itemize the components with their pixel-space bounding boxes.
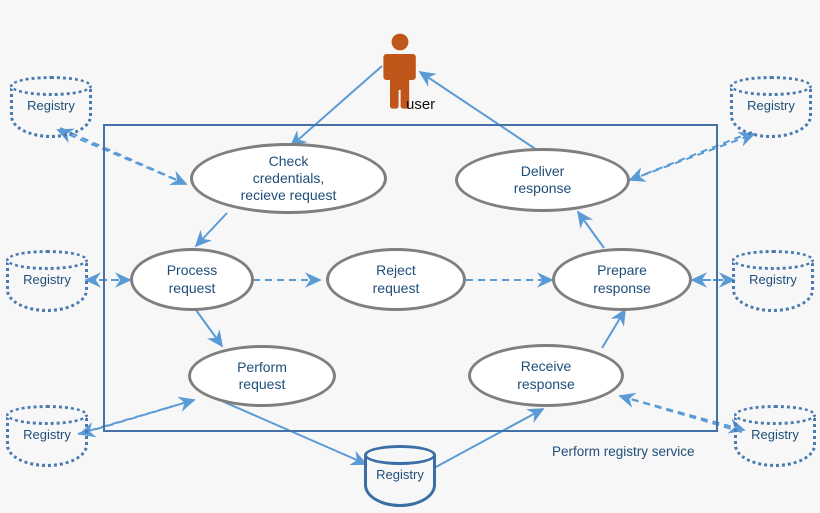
use-case-line: request [168,279,216,296]
cylinder-top [6,405,88,425]
registry-label: Registry [747,98,795,113]
use-case-deliver-response[interactable]: Deliver response [455,148,630,212]
link-process-to-perform [195,309,224,348]
registry-label: Registry [749,272,797,287]
cylinder-body [364,454,436,507]
cylinder-top [734,405,816,425]
use-case-line: request [238,376,286,392]
link-prepare-to-deliver [576,210,605,249]
use-case-line: recieve request [240,187,337,204]
link-registry-center-to-receive [433,408,545,469]
registry-label: Registry [23,427,71,442]
actor-user[interactable] [382,33,418,109]
use-case-line: response [517,375,575,392]
use-case-prepare-response[interactable]: Prepare response [552,248,692,311]
cylinder-top [10,76,92,96]
use-case-receive-response[interactable]: Receive response [468,344,624,407]
cylinder-body [734,414,816,467]
use-case-line: response [513,180,572,196]
registry-center[interactable]: Registry [364,445,436,507]
use-case-line: Process [166,262,218,279]
use-case-line: request [372,279,420,296]
cylinder-top [6,250,88,270]
link-deliver-to-registry-top-right [629,131,756,181]
registry-label: Registry [751,427,799,442]
link-registry-bottom-right-to-receive [618,392,743,433]
use-case-line: Perform [237,358,287,375]
cylinder-body [730,85,812,138]
link-receive-to-prepare [601,308,626,349]
link-deliver-to-user [418,71,541,153]
use-case-perform-request[interactable]: Perform request [188,345,336,407]
use-case-process-request[interactable]: Process request [130,248,254,311]
use-case-line: credentials, [252,169,325,186]
use-case-line: Check [268,152,309,169]
use-case-line: Reject [376,262,416,279]
link-user-to-check [289,65,383,148]
registry-middle-right[interactable]: Registry [732,250,814,312]
cylinder-body [732,259,814,312]
use-case-line: Receive [520,358,572,375]
cylinder-top [732,250,814,270]
registry-label: Registry [376,467,424,482]
registry-top-left[interactable]: Registry [10,76,92,138]
link-registry-top-right-to-deliver [628,131,753,182]
use-case-check-credentials[interactable]: Check credentials, recieve request [190,143,387,214]
registry-label: Registry [23,272,71,287]
link-receive-to-registry-bottom-right [619,395,746,434]
system-boundary [103,124,718,432]
user-icon [383,33,416,109]
registry-middle-left[interactable]: Registry [6,250,88,312]
registry-label: Registry [27,98,75,113]
cylinder-body [6,259,88,312]
cylinder-body [6,414,88,467]
registry-bottom-right[interactable]: Registry [734,405,816,467]
cylinder-body [10,85,92,138]
cylinder-top [730,76,812,96]
link-perform-to-registry-bottom-left [78,399,195,438]
use-case-line: Prepare [597,262,647,279]
use-case-line: response [593,279,651,296]
registry-top-right[interactable]: Registry [730,76,812,138]
link-registry-top-left-to-check [59,127,188,186]
cylinder-top [364,445,436,465]
system-boundary-label: Perform registry service [552,444,695,459]
use-case-reject-request[interactable]: Reject request [326,248,466,311]
registry-bottom-left[interactable]: Registry [6,405,88,467]
actor-label: user [406,96,436,113]
link-check-to-process [194,212,228,248]
use-case-line: Deliver [520,162,565,179]
